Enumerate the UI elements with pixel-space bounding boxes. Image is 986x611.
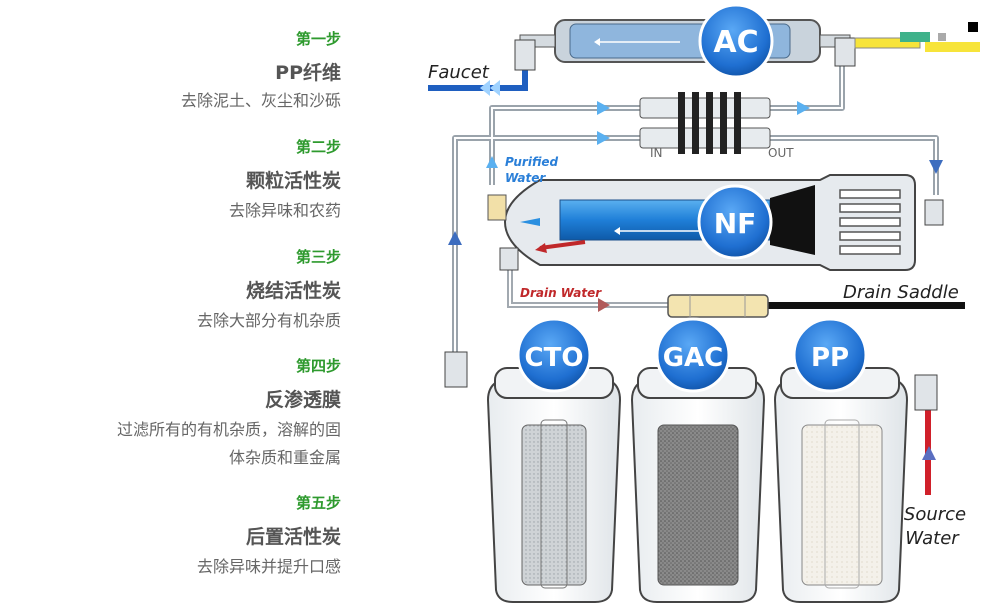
drain-flow-restrictor — [667, 294, 769, 318]
faucet-tube — [428, 70, 528, 91]
step-3-description: 去除大部分有机杂质 — [196, 311, 341, 330]
nf-badge-label: NF — [714, 207, 757, 240]
step-2-number: 第二步 — [295, 138, 341, 156]
source-water-label-line-1: Source — [904, 504, 966, 525]
drain-water-label: Drain Water — [520, 286, 602, 300]
cto-badge-label: CTO — [525, 343, 584, 373]
arrow-icon — [597, 101, 610, 115]
gac-badge — [655, 317, 731, 393]
step-2-title: 颗粒活性炭 — [245, 170, 341, 192]
gac-filter-housing — [630, 377, 766, 603]
drain-saddle-line — [765, 302, 965, 309]
pp-badge-label: PP — [811, 343, 849, 373]
arrow-icon — [797, 101, 810, 115]
cto-filter-housing — [486, 377, 622, 603]
ac-badge-label: AC — [713, 25, 758, 60]
check-valve-block — [639, 92, 771, 154]
ac-badge — [698, 3, 774, 79]
arrow-icon — [597, 131, 610, 145]
pp-filter-housing — [773, 377, 909, 603]
step-3-number: 第三步 — [295, 248, 341, 266]
cto-badge — [516, 317, 592, 393]
step-4-description-line-1: 过滤所有的有机杂质，溶解的固 — [116, 420, 341, 439]
purified-water-label-line-2: Water — [505, 171, 546, 185]
arrow-icon — [490, 80, 500, 96]
step-3-title: 烧结活性炭 — [245, 280, 341, 302]
nf-badge — [697, 184, 773, 260]
arrow-icon — [486, 156, 498, 168]
step-1-description: 去除泥土、灰尘和沙砾 — [180, 91, 341, 110]
arrow-icon — [480, 80, 490, 96]
gac-badge-label: GAC — [663, 343, 724, 373]
drain-saddle-label: Drain Saddle — [843, 282, 959, 303]
step-1-number: 第一步 — [295, 30, 341, 48]
purified-water-label-line-1: Purified — [505, 155, 559, 169]
step-4-title: 反渗透膜 — [264, 389, 341, 411]
source-water-label-line-2: Water — [905, 528, 960, 549]
filtration-steps-list: 第一步 PP纤维 去除泥土、灰尘和沙砾 第二步 颗粒活性炭 去除异味和农药 第三… — [0, 0, 345, 611]
step-5-number: 第五步 — [295, 494, 341, 512]
step-4-number: 第四步 — [295, 357, 341, 375]
in-label: IN — [650, 146, 663, 160]
out-label: OUT — [768, 146, 794, 160]
step-5-description: 去除异味并提升口感 — [196, 557, 341, 576]
pp-badge — [792, 317, 868, 393]
arrow-icon — [598, 298, 610, 312]
arrow-icon — [929, 160, 943, 174]
step-5-title: 后置活性炭 — [245, 526, 341, 548]
step-2-description: 去除异味和农药 — [228, 201, 341, 220]
faucet-label: Faucet — [428, 62, 490, 83]
arrow-icon — [922, 446, 936, 460]
source-elbow-fitting — [914, 374, 938, 411]
cto-elbow-fitting — [444, 351, 468, 388]
ac-inlet-tube — [765, 58, 845, 111]
step-1-title: PP纤维 — [275, 62, 341, 84]
arrow-icon — [448, 231, 462, 245]
step-4-description-line-2: 体杂质和重金属 — [228, 448, 341, 467]
